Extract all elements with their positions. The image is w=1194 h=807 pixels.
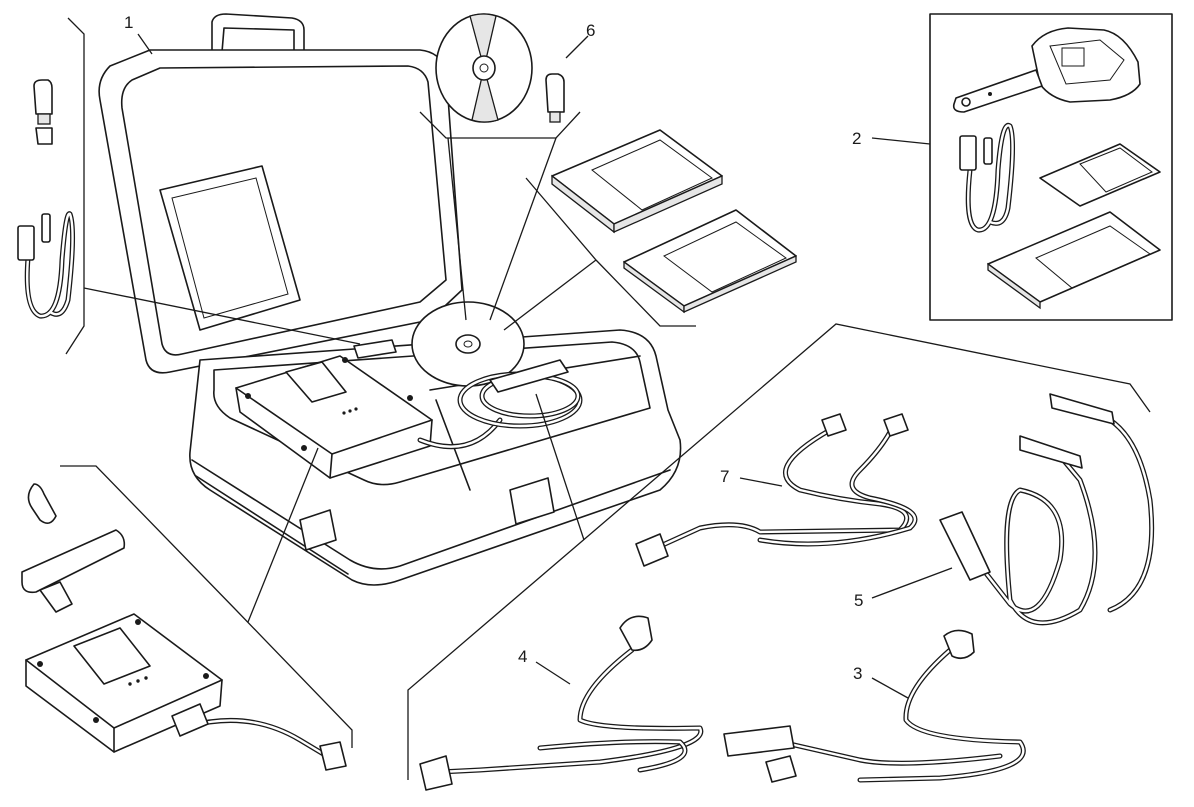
leader-cables-to-case [535, 393, 585, 541]
callout-label-7: 7 [720, 467, 729, 486]
leader-usb-to-case [83, 287, 361, 345]
callout-label-5: 5 [854, 591, 863, 610]
interface-unit-in-case [235, 355, 503, 479]
carrying-case [98, 13, 682, 586]
callout-label-6: 6 [586, 21, 595, 40]
handheld-key-unit-kit [871, 13, 1173, 321]
usb-key-and-cable-group [17, 17, 85, 355]
manuals [503, 129, 797, 331]
callout-2: 2 [852, 129, 861, 148]
cable-group-bracket [407, 323, 1151, 780]
callout-label-3: 3 [853, 664, 862, 683]
callout-label-1: 1 [124, 13, 133, 32]
interface-unit-with-strap [21, 447, 353, 771]
callout-5: 5 [854, 567, 953, 610]
callout-7: 7 [720, 467, 783, 487]
dual-connector-cable [635, 413, 918, 567]
callout-label-4: 4 [518, 647, 527, 666]
battery-clamp-cable [939, 393, 1155, 626]
coiled-cables-in-case [353, 339, 583, 429]
adapter-cable-3 [723, 629, 1026, 783]
callout-1: 1 [124, 13, 153, 55]
cd-and-usb-key [419, 13, 589, 321]
callout-3: 3 [853, 664, 909, 699]
callout-4: 4 [518, 647, 571, 685]
adapter-cable-4 [419, 615, 704, 791]
callout-6: 6 [586, 21, 595, 40]
callout-label-2: 2 [852, 129, 861, 148]
